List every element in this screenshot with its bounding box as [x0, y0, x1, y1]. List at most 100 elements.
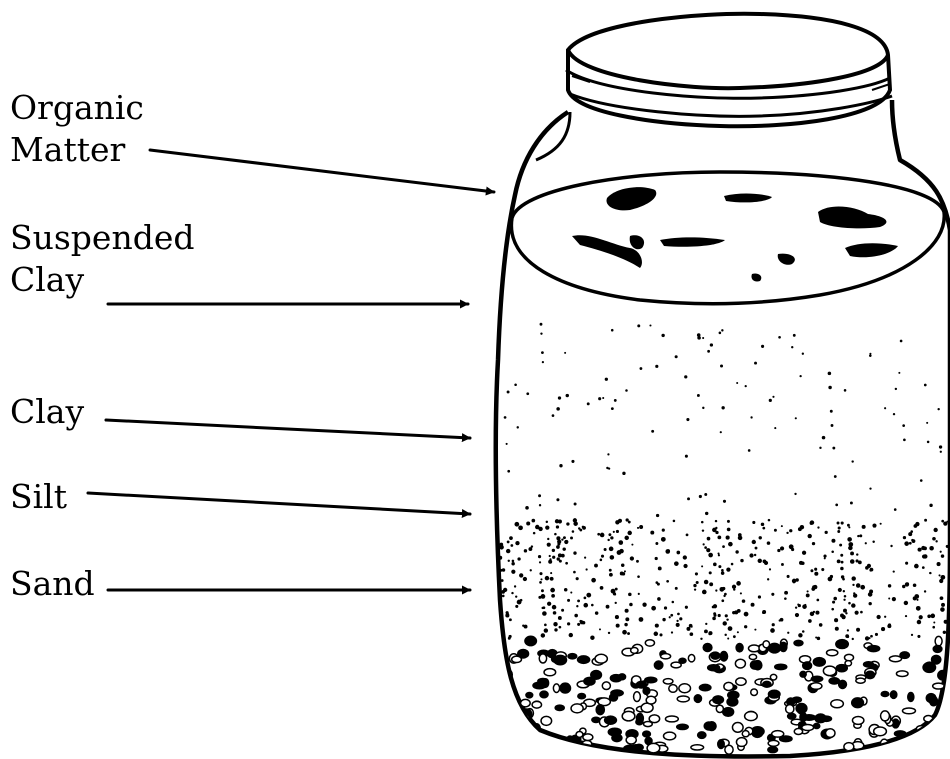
- sand-grain: [933, 646, 942, 653]
- silt-dot: [759, 536, 762, 539]
- silt-dot: [860, 611, 863, 614]
- silt-dot: [573, 571, 576, 574]
- silt-dot: [754, 629, 756, 631]
- sand-grain: [699, 684, 710, 690]
- silt-dot: [538, 555, 541, 558]
- silt-dot: [862, 525, 866, 529]
- sand-grain: [748, 645, 759, 652]
- clay-speck: [655, 365, 658, 368]
- silt-dot: [609, 569, 612, 572]
- clay-speck: [611, 329, 614, 332]
- silt-dot: [558, 553, 562, 557]
- silt-dot: [511, 592, 513, 594]
- clay-speck: [794, 493, 796, 495]
- clay-speck: [926, 422, 928, 424]
- silt-dot: [810, 612, 814, 616]
- silt-dot: [930, 614, 935, 619]
- silt-dot: [724, 593, 727, 596]
- silt-dot: [579, 529, 582, 532]
- silt-dot: [869, 569, 872, 572]
- silt-dot: [769, 568, 771, 570]
- clay-speck: [893, 413, 895, 415]
- silt-dot: [823, 554, 826, 557]
- clay-speck: [611, 407, 614, 410]
- sand-grain: [826, 729, 835, 738]
- silt-dot: [795, 613, 799, 617]
- silt-dot: [655, 624, 659, 628]
- clay-speck: [605, 378, 608, 381]
- sand-grain: [583, 734, 593, 741]
- clay-speck: [736, 382, 738, 384]
- silt-dot: [627, 632, 630, 635]
- clay-speck: [526, 392, 529, 395]
- silt-dot: [637, 527, 639, 529]
- sand-grain: [788, 713, 796, 719]
- clay-speck: [614, 399, 617, 402]
- silt-dot: [733, 635, 736, 638]
- silt-dot: [625, 609, 629, 613]
- sand-grain: [578, 694, 586, 699]
- silt-dot: [609, 573, 613, 577]
- silt-dot: [717, 535, 721, 539]
- sand-grain: [505, 726, 515, 733]
- silt-dot: [888, 584, 891, 587]
- silt-dot: [700, 638, 702, 640]
- clay-speck: [602, 397, 604, 399]
- silt-dot: [501, 579, 504, 582]
- silt-dot: [851, 603, 855, 607]
- silt-dot: [774, 529, 777, 532]
- silt-dot: [762, 527, 765, 530]
- sand-grain: [852, 716, 863, 724]
- sand-grain: [507, 719, 516, 725]
- silt-dot: [869, 602, 872, 605]
- silt-dot: [659, 633, 662, 636]
- sand-grain: [724, 682, 733, 690]
- silt-dot: [715, 589, 717, 591]
- clay-speck: [710, 343, 713, 346]
- clay-speck: [720, 364, 723, 367]
- silt-dot: [566, 522, 569, 525]
- silt-dot: [708, 632, 711, 635]
- silt-dot: [934, 528, 938, 532]
- silt-dot: [617, 550, 622, 555]
- silt-dot: [941, 603, 945, 607]
- silt-dot: [914, 564, 919, 569]
- silt-dot: [884, 616, 886, 618]
- sand-grain: [723, 708, 734, 717]
- sand-grain: [896, 671, 908, 677]
- clay-speck: [556, 407, 560, 411]
- silt-dot: [715, 520, 717, 522]
- silt-dot: [541, 633, 545, 637]
- silt-dot: [768, 519, 771, 522]
- silt-dot: [572, 530, 575, 533]
- sand-grain: [571, 704, 583, 713]
- silt-dot: [905, 615, 907, 617]
- clay-speck: [507, 470, 510, 473]
- silt-dot: [905, 582, 909, 586]
- clay-speck: [639, 367, 642, 370]
- silt-dot: [564, 540, 568, 544]
- silt-dot: [843, 609, 847, 613]
- sand-grain: [608, 728, 621, 736]
- sand-grain: [502, 723, 514, 730]
- silt-dot: [780, 546, 784, 550]
- clay-speck: [707, 350, 710, 353]
- silt-dot: [810, 522, 813, 525]
- sand-grain: [707, 722, 716, 731]
- clay-speck: [884, 407, 886, 409]
- sand-grain: [610, 675, 621, 682]
- silt-dot: [586, 568, 588, 570]
- silt-dot: [610, 555, 615, 560]
- silt-dot: [665, 549, 670, 554]
- sand-grain: [768, 747, 778, 753]
- sand-grain: [595, 654, 607, 663]
- clay-speck: [828, 386, 831, 389]
- silt-dot: [562, 547, 565, 550]
- silt-dot: [841, 561, 844, 564]
- silt-dot: [791, 548, 794, 551]
- silt-dot: [751, 603, 755, 607]
- silt-dot: [604, 548, 607, 551]
- silt-dot: [580, 620, 584, 624]
- clay-speck: [656, 514, 659, 517]
- silt-dot: [872, 524, 876, 528]
